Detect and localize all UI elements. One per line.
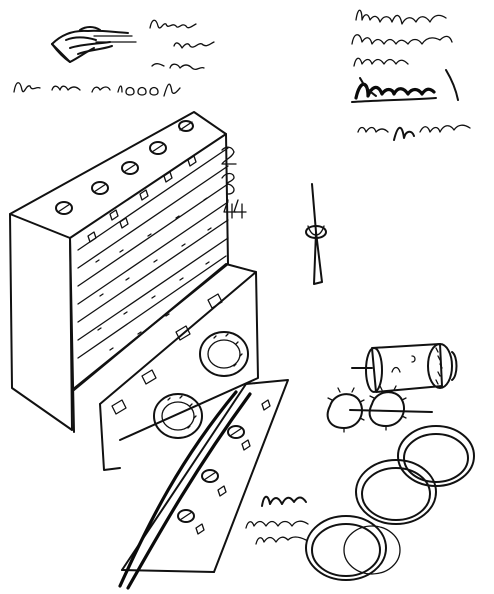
slot-windows (87, 155, 197, 243)
dial-lower (153, 393, 203, 439)
note-left-number-line (13, 82, 181, 97)
pointing-hand-sketch (51, 26, 137, 63)
stacked-discs (305, 425, 475, 581)
lower-windows (111, 293, 223, 415)
rod-marks (95, 197, 212, 351)
note-right-middle (357, 124, 471, 141)
note-top-center (149, 19, 215, 71)
front-plate (118, 379, 289, 590)
note-lower-center (245, 495, 309, 545)
gear-cylinder-assembly (326, 343, 458, 433)
needle-sketch (305, 183, 327, 285)
calculating-machine (9, 111, 289, 590)
dial-upper (199, 331, 249, 377)
note-top-right (351, 9, 459, 103)
rod-lines (77, 147, 229, 359)
screw-row (55, 120, 194, 215)
